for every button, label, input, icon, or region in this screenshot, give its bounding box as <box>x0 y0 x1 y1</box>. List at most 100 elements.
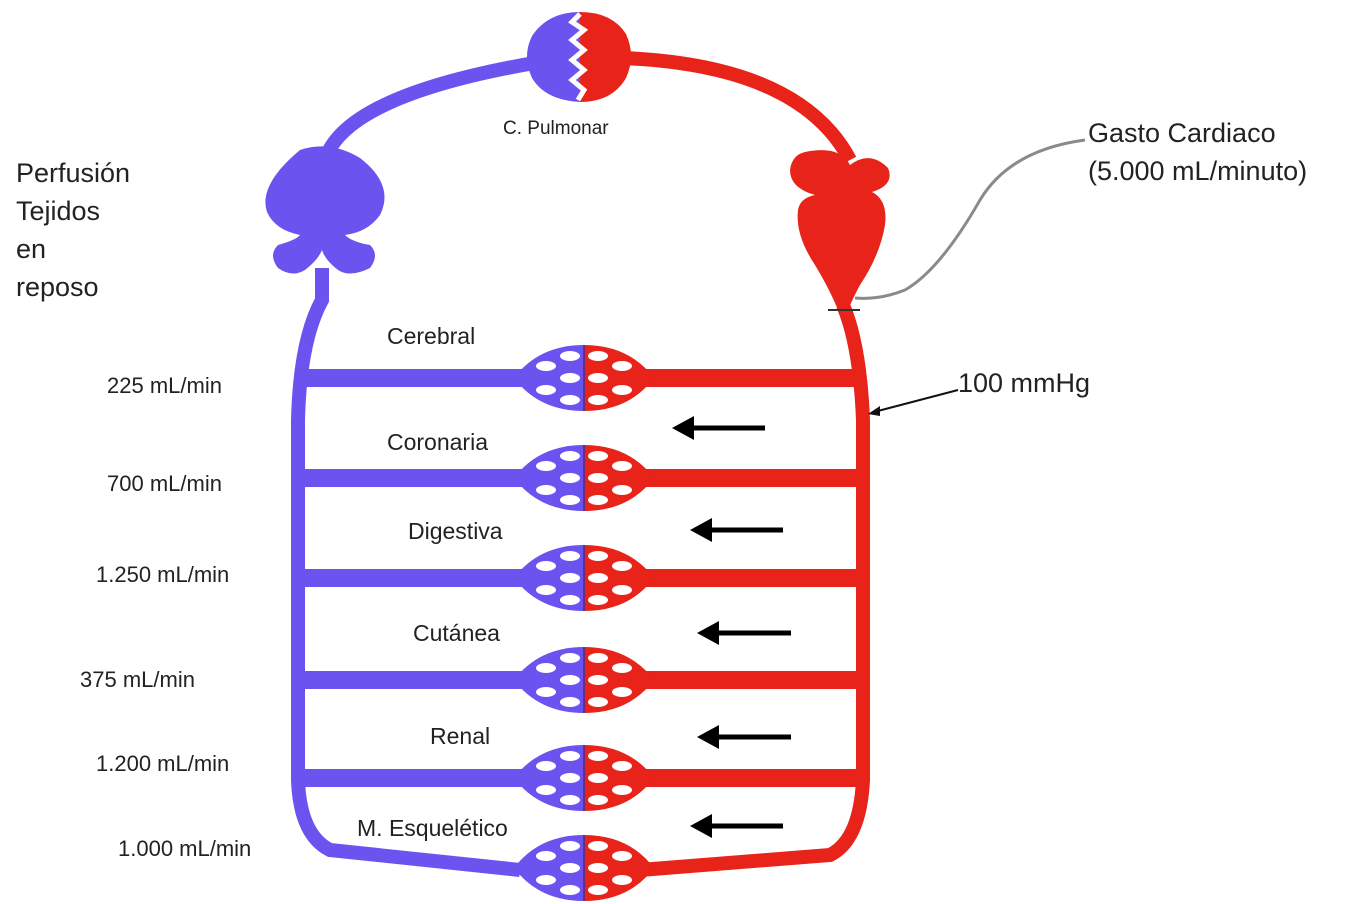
organ-label-esqueletico: M. Esquelético <box>357 815 508 842</box>
organ-label-cerebral: Cerebral <box>387 323 475 350</box>
branch-3 <box>298 545 863 611</box>
venule <box>298 769 534 787</box>
venule <box>298 369 534 387</box>
capillary-pore <box>588 863 608 873</box>
left-arrow-icon <box>697 725 791 749</box>
capillary-pore <box>612 785 632 795</box>
organ-label-coronaria: Coronaria <box>387 429 488 456</box>
branch-2 <box>298 445 863 511</box>
capillary-pore <box>560 373 580 383</box>
capillary-pore <box>560 451 580 461</box>
capillary-pore <box>536 663 556 673</box>
capillary-pore <box>560 675 580 685</box>
capillary-pore <box>612 385 632 395</box>
capillary-pore <box>612 585 632 595</box>
capillary-pore <box>588 841 608 851</box>
capillary-pore <box>560 573 580 583</box>
capillary-pore <box>588 473 608 483</box>
capillary-pore <box>612 561 632 571</box>
capillary-pore <box>588 653 608 663</box>
capillary-pore <box>536 851 556 861</box>
arteriole <box>634 769 863 787</box>
capillary-pore <box>588 795 608 805</box>
capillary-pore <box>588 595 608 605</box>
title-line-3: en <box>16 230 130 268</box>
title: Perfusión Tejidos en reposo <box>16 154 130 306</box>
capillary-pore <box>536 761 556 771</box>
capillary-pore <box>612 875 632 885</box>
cardiac-output-label: Gasto Cardiaco (5.000 mL/minuto) <box>1088 114 1307 190</box>
branch-4 <box>298 647 863 713</box>
capillary-pore <box>588 885 608 895</box>
capillary-pore <box>588 451 608 461</box>
capillary-pore <box>588 773 608 783</box>
capillary-pore <box>560 751 580 761</box>
capillary-pore <box>588 351 608 361</box>
capillary-pore <box>560 795 580 805</box>
capillary-pore <box>588 675 608 685</box>
capillary-pore <box>560 885 580 895</box>
capillary-pore <box>560 395 580 405</box>
pressure-pointer-head <box>868 406 880 416</box>
left-arrow-icon <box>697 621 791 645</box>
pulmonary-label: C. Pulmonar <box>503 118 609 140</box>
capillary-pore <box>612 851 632 861</box>
organ-label-digestiva: Digestiva <box>408 518 503 545</box>
capillary-pore <box>560 697 580 707</box>
flow-label-esqueletico: 1.000 mL/min <box>118 836 251 862</box>
capillary-pore <box>560 495 580 505</box>
flow-label-renal: 1.200 mL/min <box>96 751 229 777</box>
branch-1 <box>298 345 863 411</box>
capillary-pore <box>536 385 556 395</box>
capillary-pore <box>560 351 580 361</box>
capillary-pore <box>536 687 556 697</box>
arteriole <box>634 569 863 587</box>
capillary-pore <box>560 653 580 663</box>
pressure-label: 100 mmHg <box>958 368 1090 399</box>
right-heart-chamber <box>265 146 384 273</box>
capillary-pore <box>560 863 580 873</box>
left-heart-chamber <box>790 150 890 310</box>
flow-label-cutanea: 375 mL/min <box>80 667 195 693</box>
left-arrow-icon <box>672 416 765 440</box>
title-line-1: Perfusión <box>16 154 130 192</box>
branch-5 <box>298 745 863 811</box>
cardiac-output-line-1: Gasto Cardiaco <box>1088 114 1307 152</box>
capillary-pore <box>588 373 608 383</box>
pressure-pointer <box>874 390 958 412</box>
capillary-pore <box>612 461 632 471</box>
capillary-pore <box>612 687 632 697</box>
capillary-pore <box>560 595 580 605</box>
capillary-pore <box>536 875 556 885</box>
branch-6 <box>514 835 654 901</box>
capillary-pore <box>588 751 608 761</box>
capillary-pore <box>612 485 632 495</box>
capillary-pore <box>588 551 608 561</box>
title-line-4: reposo <box>16 268 130 306</box>
capillary-pore <box>588 495 608 505</box>
cardiac-output-pointer <box>855 140 1085 298</box>
capillary-pore <box>612 361 632 371</box>
capillary-pore <box>560 473 580 483</box>
flow-label-digestiva: 1.250 mL/min <box>96 562 229 588</box>
venule <box>298 569 534 587</box>
capillary-pore <box>612 663 632 673</box>
left-arrow-icon <box>690 814 783 838</box>
capillary-pore <box>612 761 632 771</box>
capillary-pore <box>536 461 556 471</box>
capillary-pore <box>536 361 556 371</box>
arteriole <box>634 671 863 689</box>
capillary-pore <box>588 395 608 405</box>
venule <box>298 671 534 689</box>
capillary-pore <box>560 773 580 783</box>
flow-label-cerebral: 225 mL/min <box>107 373 222 399</box>
capillary-pore <box>560 841 580 851</box>
organ-label-renal: Renal <box>430 723 490 750</box>
venule <box>298 469 534 487</box>
capillary-pore <box>536 561 556 571</box>
cardiac-output-line-2: (5.000 mL/minuto) <box>1088 152 1307 190</box>
arteriole <box>634 369 863 387</box>
title-line-2: Tejidos <box>16 192 130 230</box>
capillary-pore <box>536 585 556 595</box>
flow-label-coronaria: 700 mL/min <box>107 471 222 497</box>
